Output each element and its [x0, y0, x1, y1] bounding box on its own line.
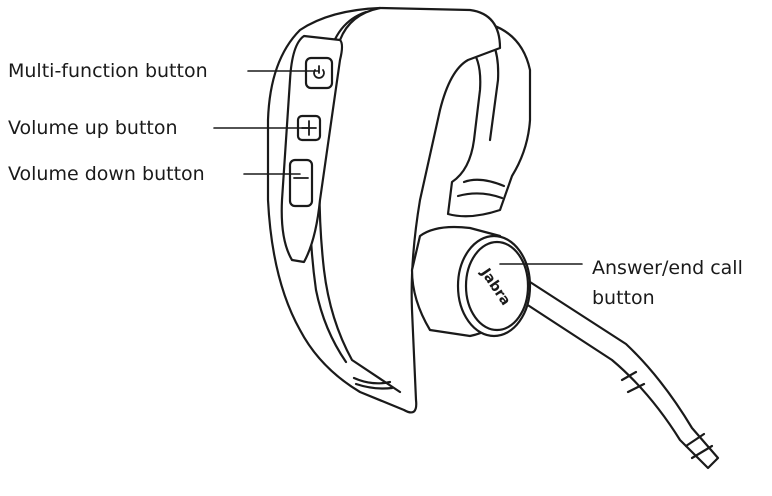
volume-up-label: Volume up button	[8, 117, 178, 139]
boom-arm	[518, 280, 720, 470]
multi-function-button	[304, 56, 334, 90]
answer-end-call-label-line1: Answer/end call	[592, 257, 743, 279]
power-icon	[313, 65, 325, 79]
answer-end-call-label-line2: button	[592, 287, 655, 309]
answer-end-call-button: Jabra	[410, 225, 532, 338]
volume-down-button	[288, 158, 314, 208]
multi-function-label: Multi-function button	[8, 60, 208, 82]
answer-end-call-label: Answer/end call button	[592, 253, 743, 313]
volume-down-label: Volume down button	[8, 163, 205, 185]
leader-lines	[213, 70, 583, 265]
